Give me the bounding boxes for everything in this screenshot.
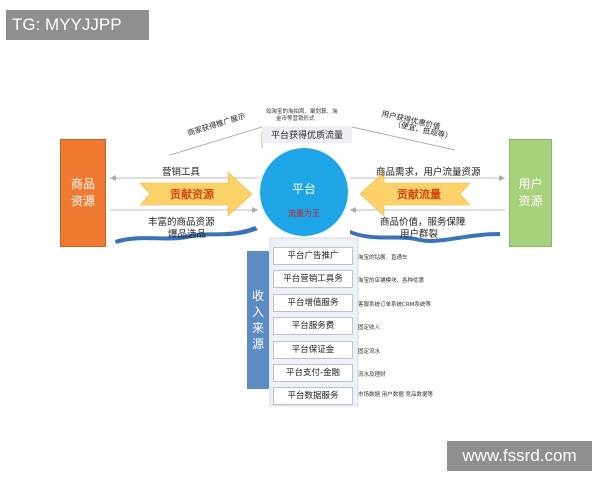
service-item: 平台数据服务 [273, 387, 353, 405]
platform-circle: 平台 流量为王 [260, 148, 348, 236]
contribute-resources-label: 贡献资源 [170, 188, 214, 201]
contribute-traffic-arrow [359, 171, 471, 217]
taobao-note-line2: 金币等营销形式 [276, 116, 315, 122]
service-desc: 流水及理财 [358, 372, 386, 378]
user-resource-label-2: 资源 [518, 194, 543, 208]
contribute-resources-arrow [139, 171, 253, 217]
service-desc: 固定收入 [358, 325, 381, 331]
revenue-char-1: 收 [251, 289, 264, 303]
goods-resource-label-1: 商品 [70, 177, 95, 191]
service-item: 平台增值服务 [273, 294, 353, 312]
user-group-label: 用户群裂 [400, 229, 439, 240]
goods-resource-label-2: 资源 [70, 194, 95, 208]
marketing-tools-label: 营销工具 [162, 167, 201, 178]
service-item: 平台支付-金融 [273, 364, 353, 382]
merchant-promo-arrow [169, 126, 263, 156]
service-item: 平台广告推广 [273, 247, 353, 265]
rich-goods-label: 丰富的商品资源 [148, 217, 215, 228]
revenue-char-4: 源 [251, 337, 264, 351]
service-desc: 淘宝的店铺模块、各种优惠 [358, 278, 425, 284]
taobao-note-line1: 如淘宝的淘拍窝、聚划算、淘 [266, 109, 338, 115]
user-value-arrow [351, 126, 456, 151]
service-desc: 固定流水 [358, 349, 381, 355]
service-desc: 市场数据 用户数据 竞品数据等 [358, 392, 433, 398]
value-label: 商品价值，服务保障 [380, 217, 466, 228]
service-item: 平台营销工具务 [273, 270, 353, 288]
user-resource-box: 用户 资源 [509, 139, 552, 247]
goods-resource-box: 商品 资源 [60, 139, 106, 247]
watermark-bottom: www.fssrd.com [447, 441, 592, 471]
left-wave-band [115, 226, 258, 244]
platform-subtitle: 流量为王 [288, 209, 320, 218]
service-desc: 淘宝的钻展、直通车 [358, 255, 408, 261]
platform-title: 平台 [291, 182, 316, 196]
revenue-char-2: 入 [251, 305, 264, 319]
service-item: 平台服务费 [273, 317, 353, 335]
quality-traffic-label: 平台获得优质流量 [262, 126, 352, 143]
contribute-traffic-label: 贡献流量 [397, 188, 441, 201]
service-item: 平台保证金 [273, 341, 353, 359]
demand-label: 商品需求，用户流量资源 [376, 167, 481, 178]
watermark-top: TG: MYYJJPP [6, 10, 149, 40]
user-resource-label-1: 用户 [518, 177, 543, 191]
service-desc: 客服系统订单系统CRM系统等 [358, 302, 431, 308]
hot-picks-label: 爆品选品 [168, 229, 207, 240]
revenue-char-3: 来 [251, 321, 264, 335]
right-wave-band [350, 230, 500, 243]
revenue-source-bar: 收 入 来 源 [247, 251, 269, 389]
